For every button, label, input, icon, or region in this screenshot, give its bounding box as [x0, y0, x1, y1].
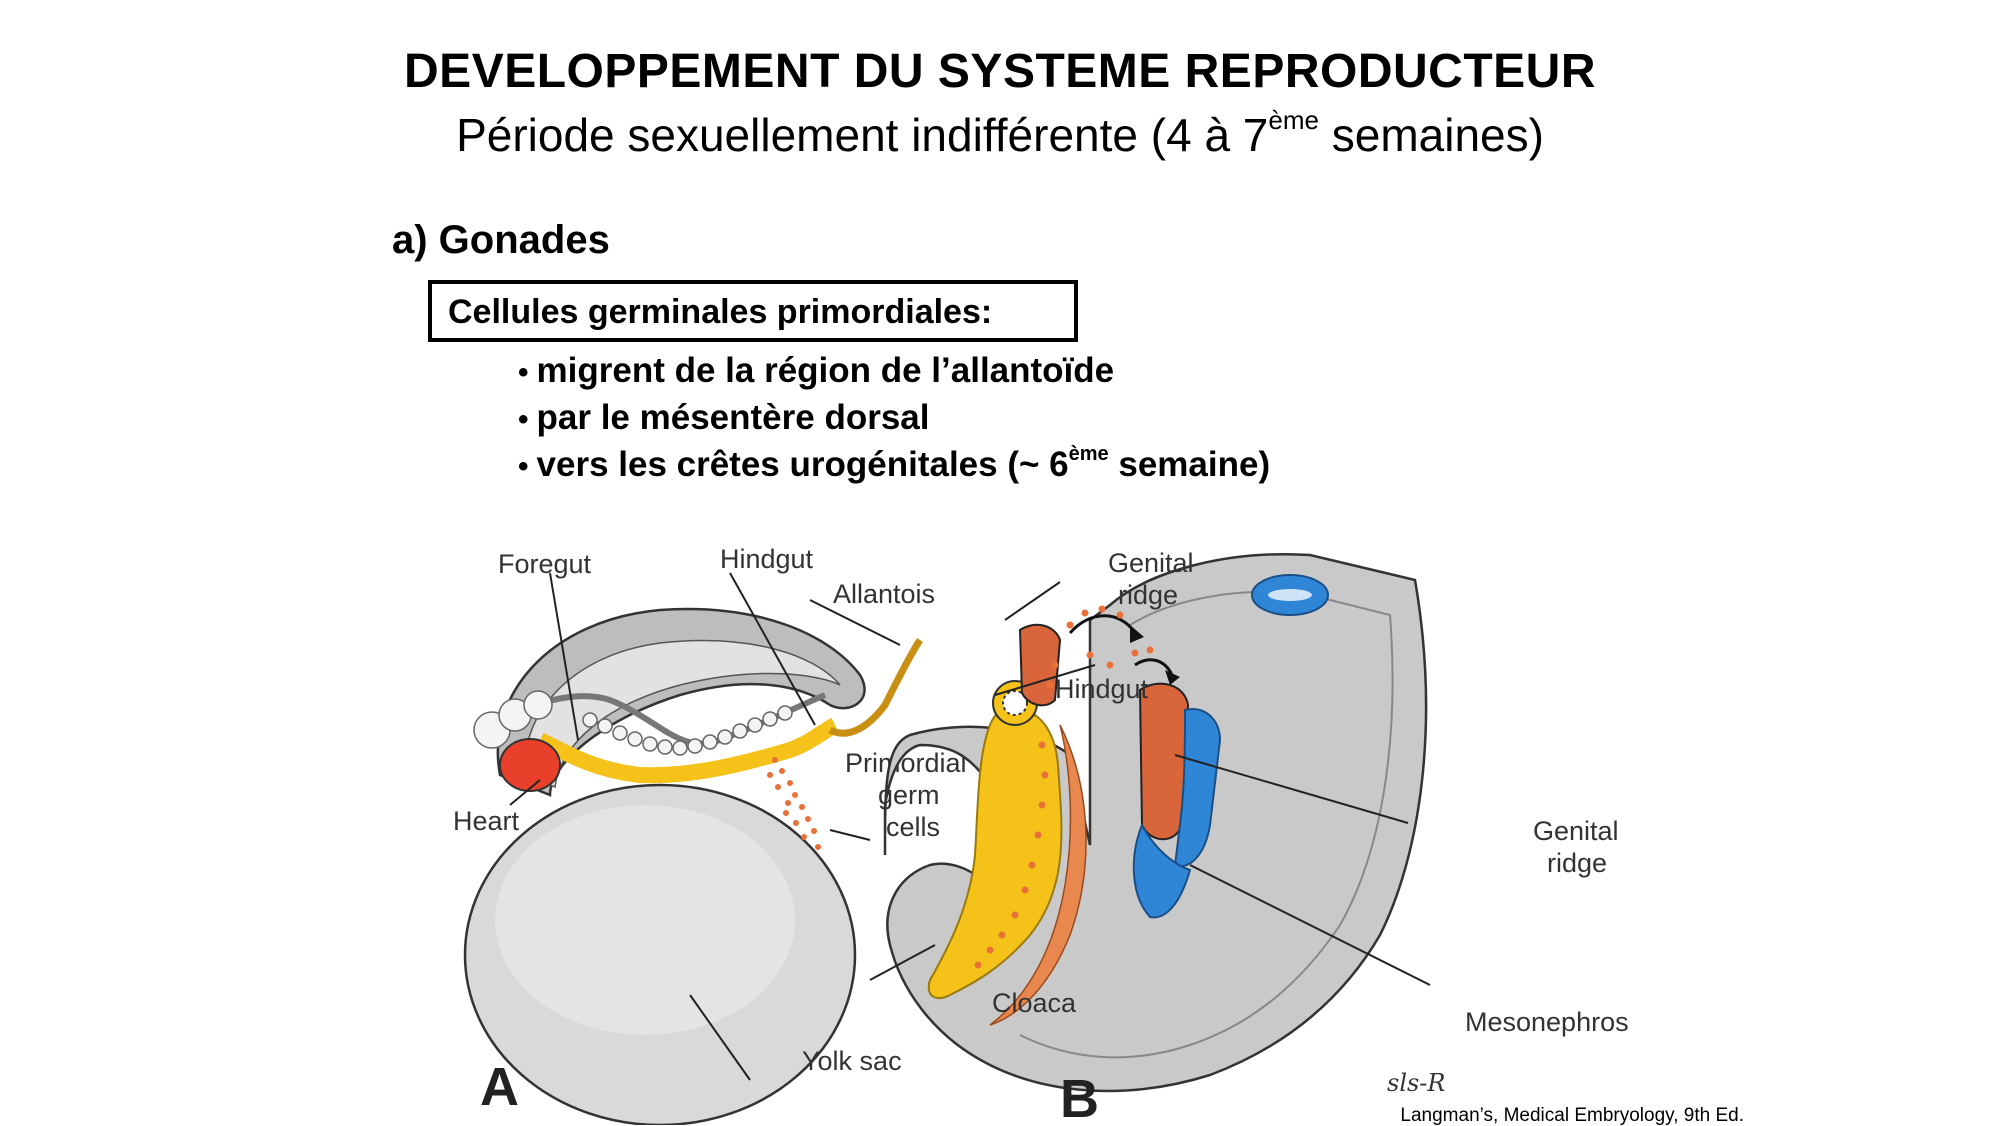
label-heart: Heart: [453, 806, 520, 836]
bullet-dot-icon: •: [518, 450, 529, 483]
subtitle-text-post: semaines): [1318, 109, 1544, 161]
label-hindgut-a: Hindgut: [720, 544, 814, 574]
label-allantois: Allantois: [833, 579, 935, 609]
germ-cell-dots: [767, 757, 821, 850]
panel-b-letter: B: [1060, 1069, 1099, 1125]
slide-subtitle: Période sexuellement indifférente (4 à 7…: [0, 105, 2000, 162]
mesonephros-shape: [1173, 708, 1222, 867]
figure-citation: Langman’s, Medical Embryology, 9th Ed.: [1400, 1105, 1744, 1126]
label-mesonephros: Mesonephros: [1465, 1007, 1629, 1037]
neural-tube-section: [1251, 574, 1329, 616]
heart-shape: [499, 738, 561, 792]
label-yolk-sac: Yolk sac: [802, 1046, 902, 1076]
yolk-sac-shade: [495, 805, 795, 1035]
label-cloaca: Cloaca: [992, 988, 1077, 1018]
subtitle-text-pre: Période sexuellement indifférente (4 à 7: [456, 109, 1269, 161]
allantois-tube: [828, 638, 923, 737]
label-foregut: Foregut: [498, 549, 592, 579]
hindgut-cloaca-yellow: [927, 703, 1063, 1000]
bullet-item: •par le mésentère dorsal: [518, 395, 1270, 442]
boxed-heading: Cellules germinales primordiales:: [428, 280, 1078, 342]
label-genital-ridge-top-line1: Genital: [1108, 548, 1194, 578]
germ-cell-dots-b: [974, 605, 1154, 969]
bullet-item: •migrent de la région de l’allantoïde: [518, 348, 1270, 395]
figure-illustration: Foregut Hindgut Allantois Primordial ger…: [453, 544, 1629, 1125]
panel-b-drawing: Genital ridge Hindgut Genital ridge Cloa…: [869, 548, 1629, 1125]
label-pgc-line3: cells: [886, 812, 940, 842]
artist-signature: sls-R: [1387, 1069, 1446, 1097]
bullet-item: •vers les crêtes urogénitales (~ 6ème se…: [518, 442, 1270, 489]
gut-tube: [536, 717, 839, 784]
hindgut-orange-wall: [989, 724, 1087, 1026]
bullet-text-post: semaine): [1108, 445, 1271, 484]
label-hindgut-b: Hindgut: [1055, 674, 1149, 704]
panel-a-letter: A: [480, 1057, 519, 1117]
somites: [473, 690, 793, 756]
panel-b-leader-lines: [869, 581, 1431, 986]
label-genital-ridge-right-line2: ridge: [1547, 848, 1607, 878]
embryo-inner-body: [523, 639, 841, 789]
mesonephros-lower: [1132, 822, 1192, 919]
slide-title: DEVELOPPEMENT DU SYSTEME REPRODUCTEUR: [404, 45, 1596, 98]
panel-a-leader-lines: [509, 572, 901, 1081]
bullet-text: vers les crêtes urogénitales (~ 6: [536, 445, 1069, 484]
bullet-dot-icon: •: [518, 403, 529, 436]
bullet-list: •migrent de la région de l’allantoïde •p…: [518, 348, 1270, 489]
arrow-head-icon: [1130, 625, 1144, 643]
embryology-figure: Foregut Hindgut Allantois Primordial ger…: [430, 525, 1700, 1125]
subtitle-superscript: ème: [1268, 105, 1319, 135]
bullet-text: par le mésentère dorsal: [536, 398, 930, 437]
panel-a-drawing: Foregut Hindgut Allantois Primordial ger…: [453, 544, 967, 1125]
label-genital-ridge-right-line1: Genital: [1533, 816, 1619, 846]
arrow-head-icon: [1165, 670, 1180, 685]
bullet-dot-icon: •: [518, 356, 529, 389]
bullet-superscript: ème: [1068, 443, 1109, 465]
label-genital-ridge-top-line2: ridge: [1118, 580, 1178, 610]
section-heading: a) Gonades: [392, 218, 610, 262]
bullet-text: migrent de la région de l’allantoïde: [536, 351, 1115, 390]
